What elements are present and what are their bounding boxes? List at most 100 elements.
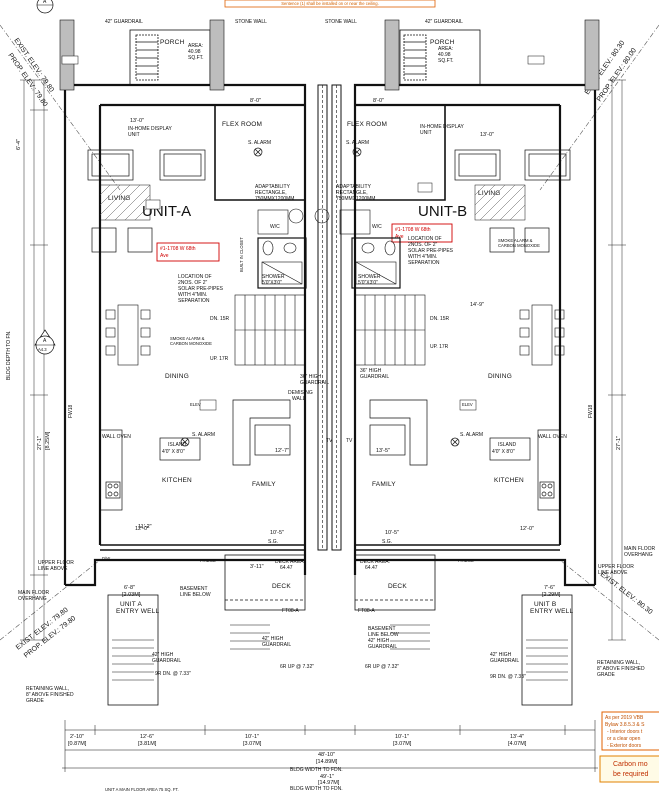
solar-a-5: SEPARATION <box>178 298 210 304</box>
wc-b: W/C <box>372 224 382 230</box>
basement-b: BASEMENT <box>368 626 396 632</box>
kitchen-b <box>489 429 561 511</box>
guardrail-42-deck-b-2: GUARDRAIL <box>368 644 397 650</box>
solar-b-5: SEPARATION <box>408 260 440 266</box>
svg-text:Carbon mo: Carbon mo <box>613 761 648 768</box>
deck-area-a: DECK AREA: <box>275 559 305 565</box>
flex-room-b: FLEX ROOM <box>347 121 387 128</box>
family-width-a: 12'-7" <box>275 448 289 454</box>
porch-area-a: AREA: <box>188 43 203 49</box>
living-hatch-b <box>474 184 526 221</box>
bldg-depth-label: BLDG DEPTH TO FN. <box>6 330 12 380</box>
deck-a: DECK <box>272 583 291 590</box>
dim-seg4-m: [3.07M] <box>393 741 412 747</box>
in-home-display-b-unit: UNIT <box>420 130 432 136</box>
stairs-b <box>354 294 426 366</box>
entry-wells <box>107 594 573 706</box>
in-home-display-a-unit: UNIT <box>128 132 140 138</box>
sg-b: S.G. <box>382 539 392 545</box>
retaining-a-3: GRADE <box>26 698 44 704</box>
shower-a-size: 5'0"X3'0" <box>262 280 282 286</box>
rear-wall <box>100 544 560 551</box>
in-home-display-a: IN-HOME DISPLAY <box>128 126 172 132</box>
depth-dim-m: [8.25M] <box>45 431 51 450</box>
guardrail-36-a: 36" HIGH <box>300 374 322 380</box>
dim-overall: 48'-10" <box>318 752 335 758</box>
elev-tag-b: ELEV <box>462 402 473 407</box>
svg-text:#1-1708 W 68th: #1-1708 W 68th <box>395 227 431 233</box>
address-callout-a: #1-1708 W 68th Ave <box>156 242 220 262</box>
family-width-b: 13'-5" <box>376 448 390 454</box>
porch-area-b: AREA: <box>438 46 453 52</box>
retaining-b-3: GRADE <box>597 672 615 678</box>
building-walls <box>63 83 597 587</box>
porch-area-b-unit: SQ.FT. <box>438 58 454 64</box>
up-17r-b: UP. 17R <box>430 344 449 350</box>
retaining-a-2: 8" ABOVE FINISHED <box>26 692 74 698</box>
up-17r-a: UP. 17R <box>210 356 229 362</box>
main-floor-a: MAIN FLOOR <box>18 590 50 596</box>
island-a: ISLAND <box>168 442 186 448</box>
dim-seg2-m: [3.81M] <box>138 741 157 747</box>
ft08a-a: FT08-A <box>282 608 299 614</box>
guardrail-42-deck-a: 42" HIGH <box>262 636 284 642</box>
flex-room-a: FLEX ROOM <box>222 121 262 128</box>
entry-w-a-m: [2.03M] <box>122 592 141 598</box>
island-b: ISLAND <box>498 442 516 448</box>
depth-dim: 27'-1" <box>37 436 43 450</box>
adaptability-b-3: 750MMX1200MM <box>336 196 375 202</box>
adaptability-a-3: 750MMX1200MM <box>255 196 294 202</box>
dim-seg3: 10'-1" <box>245 734 259 740</box>
demising-wall-label: WALL <box>292 396 306 402</box>
upper-floor-a-2: LINE ABOVE <box>38 566 68 572</box>
tv-b: TV <box>346 438 353 444</box>
dim-seg1: 2'-10" <box>70 734 84 740</box>
stone-wall-b: STONE WALL <box>325 19 357 25</box>
deck-b: DECK <box>388 583 407 590</box>
fixtures <box>261 240 397 285</box>
dim-seg4: 10'-1" <box>395 734 409 740</box>
main-floor-b-2: OVERHANG <box>624 552 653 558</box>
entry-well-steps <box>112 624 568 681</box>
living-width-b: 13'-0" <box>480 132 494 138</box>
porch-area-b-val: 40.98 <box>438 52 451 58</box>
family-b: FAMILY <box>372 481 396 488</box>
island-a-size: 4'0" X 8'0" <box>162 449 185 455</box>
guardrail-42-a: 42" HIGH <box>152 652 174 658</box>
fridge-b: FRIDGE <box>458 558 474 563</box>
shower-a: SHOWER <box>262 274 285 280</box>
elev-tag-a: ELEV <box>190 402 201 407</box>
shower-b-size: 5'0"X3'0" <box>358 280 378 286</box>
porch-label-a: PORCH <box>160 39 185 46</box>
side-dim-a: 11'-2" <box>138 524 152 530</box>
entry-b-2: ENTRY WELL <box>530 608 573 615</box>
smoke-co-b-1: SMOKE ALARM & <box>498 238 533 243</box>
s-alarm-kitchen-a: S. ALARM <box>192 432 215 438</box>
ft08a-b: FT08-A <box>358 608 375 614</box>
stairs-a <box>234 294 306 366</box>
dim-seg5: 13'-4" <box>510 734 524 740</box>
svg-text:#1-1708 W 68th: #1-1708 W 68th <box>160 246 196 252</box>
fw18-b: FW18 <box>588 404 594 418</box>
steps-9r-b: 9R DN. @ 7.33" <box>490 674 526 680</box>
retaining-b-2: 8" ABOVE FINISHED <box>597 666 645 672</box>
smoke-co-a-1: SMOKE ALARM & <box>170 336 205 341</box>
left-dim-strip <box>20 79 48 641</box>
upper-floor-b: UPPER FLOOR <box>598 564 634 570</box>
right-dim-strip <box>608 79 626 641</box>
entry-a-2: ENTRY WELL <box>116 608 159 615</box>
kitchen-a <box>99 429 201 511</box>
guardrail-36-a-2: GUARDRAIL <box>300 380 329 386</box>
svg-text:or a clear open: or a clear open <box>607 736 641 742</box>
svg-text:- Exterior doors: - Exterior doors <box>607 743 642 749</box>
steps-9r-a: 9R DN. @ 7.33" <box>155 671 191 677</box>
entry-w-b: 7'-6" <box>544 585 555 591</box>
stone-wall-a: STONE WALL <box>235 19 267 25</box>
main-floor-a-2: OVERHANG <box>18 596 47 602</box>
kitchen-width-b: 12'-0" <box>520 526 534 532</box>
wall-oven-b: WALL OVEN <box>538 434 567 440</box>
porch-label-b: PORCH <box>430 39 455 46</box>
in-home-display-b: IN-HOME DISPLAY <box>420 124 464 130</box>
deck-area-b-val: 64.47 <box>365 565 378 571</box>
living-a: LIVING <box>108 195 131 202</box>
